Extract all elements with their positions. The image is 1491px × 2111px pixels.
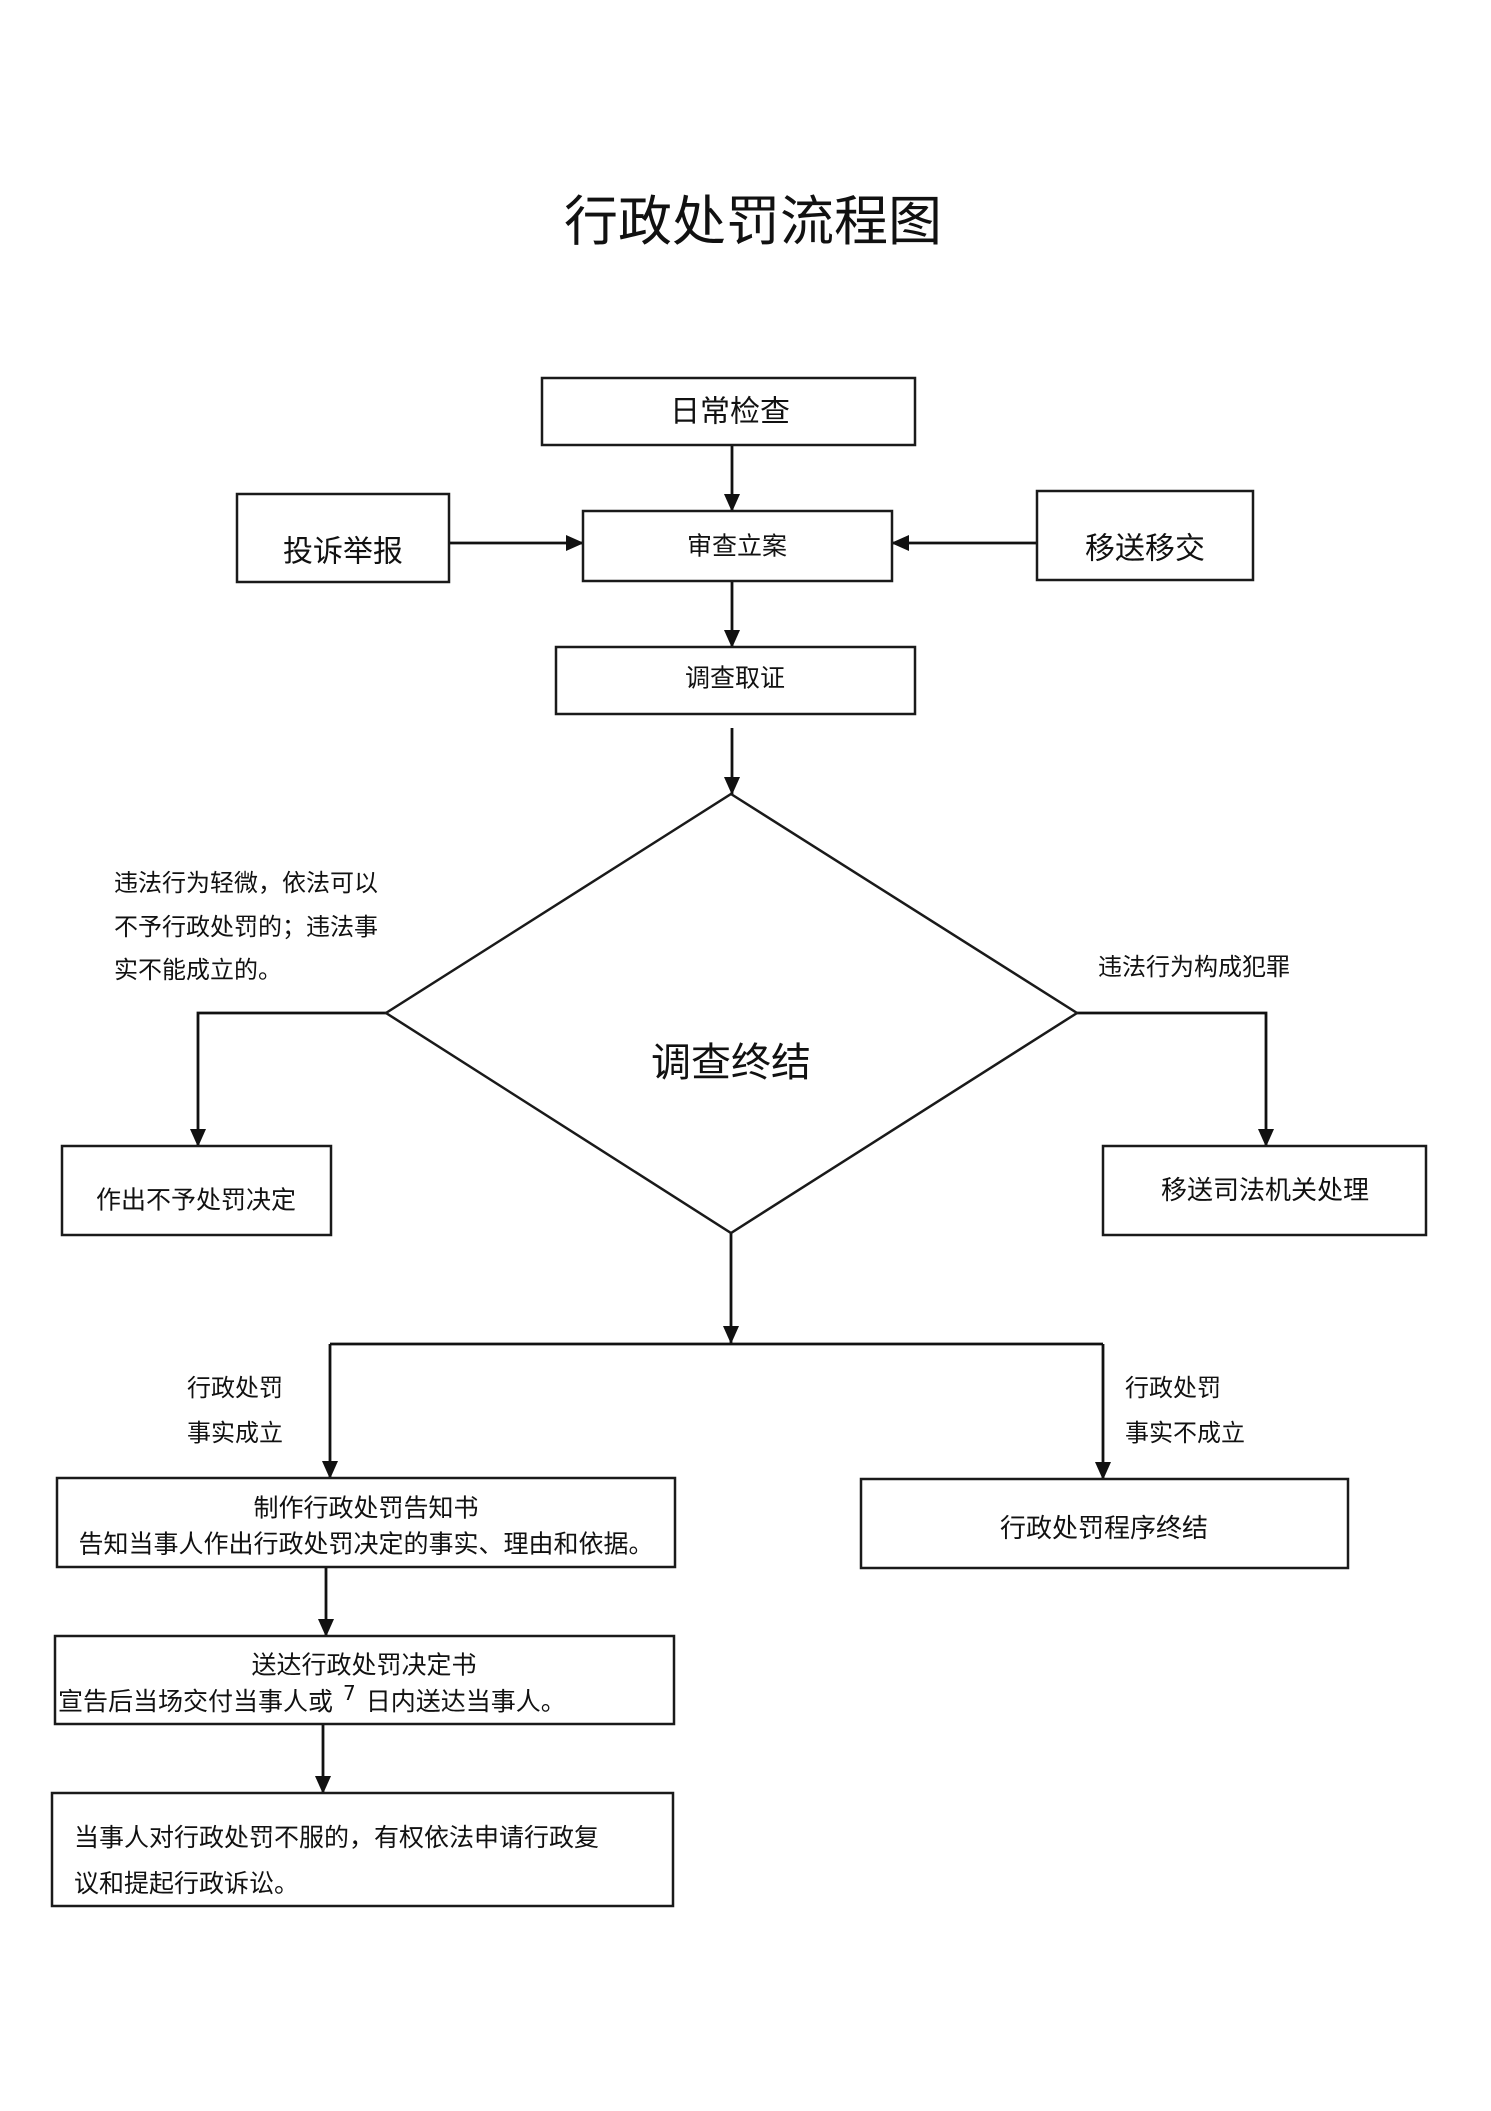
node-delivery-line-1: 送达行政处罚决定书 — [251, 1651, 476, 1680]
label-fact-established-line-2: 事实成立 — [187, 1419, 283, 1447]
label-fact-not-established-line-1: 行政处罚 — [1125, 1374, 1221, 1402]
node-daily-inspection-label: 日常检查 — [670, 395, 790, 430]
label-minor-violation-line-1: 违法行为轻微，依法可以 — [114, 869, 378, 897]
node-transfer-judicial-box — [1101, 1144, 1428, 1237]
node-remedy-line-1: 当事人对行政处罚不服的，有权依法申请行政复 — [74, 1823, 599, 1852]
label-fact-not-established: 行政处罚 事实不成立 — [1125, 1374, 1245, 1447]
node-review-filing: 审查立案 — [581, 509, 894, 583]
decision-diamond — [383, 792, 1080, 1235]
node-notice-line-2: 告知当事人作出行政处罚决定的事实、理由和依据。 — [78, 1530, 653, 1559]
node-delivery-line-2: 宣告后当场交付当事人或 7 日内送达当事人。 — [58, 1681, 566, 1716]
node-remedy: 当事人对行政处罚不服的，有权依法申请行政复 议和提起行政诉讼。 — [50, 1791, 675, 1908]
decision-label: 调查终结 — [651, 1040, 811, 1086]
node-procedure-end-label: 行政处罚程序终结 — [1000, 1514, 1208, 1544]
arrow-decision-to-no-penalty — [190, 1011, 386, 1147]
node-review-filing-label: 审查立案 — [687, 532, 787, 561]
label-fact-established-line-1: 行政处罚 — [187, 1374, 283, 1402]
node-procedure-end-box — [859, 1477, 1350, 1570]
node-remedy-box — [50, 1791, 675, 1908]
node-daily-inspection: 日常检查 — [540, 376, 917, 447]
label-fact-established: 行政处罚 事实成立 — [187, 1374, 283, 1447]
node-transfer-judicial: 移送司法机关处理 — [1101, 1144, 1428, 1237]
node-delivery-box — [53, 1634, 676, 1726]
node-delivery-line-2-number: 7 — [343, 1681, 356, 1705]
page-title: 行政处罚流程图 — [564, 190, 942, 253]
label-crime: 违法行为构成犯罪 — [1098, 953, 1290, 981]
label-minor-violation-line-2: 不予行政处罚的；违法事 — [114, 913, 378, 941]
node-transfer-handover-label: 移送移交 — [1085, 532, 1205, 567]
node-complaint-report-box — [235, 492, 451, 584]
node-complaint-report: 投诉举报 — [235, 492, 451, 584]
node-complaint-report-label: 投诉举报 — [283, 535, 403, 570]
node-notice-line-1: 制作行政处罚告知书 — [253, 1494, 478, 1523]
node-delivery-line-2-suffix: 日内送达当事人。 — [366, 1687, 566, 1716]
node-notice-box — [55, 1476, 677, 1569]
node-no-penalty-decision: 作出不予处罚决定 — [60, 1144, 333, 1237]
node-transfer-judicial-label: 移送司法机关处理 — [1161, 1176, 1369, 1206]
node-delivery-line-2-prefix: 宣告后当场交付当事人或 — [58, 1687, 333, 1716]
label-minor-violation: 违法行为轻微，依法可以 不予行政处罚的；违法事 实不能成立的。 — [114, 869, 378, 984]
node-remedy-line-2: 议和提起行政诉讼。 — [74, 1869, 299, 1898]
node-transfer-handover-box — [1035, 489, 1255, 582]
node-investigation-end: 调查终结 — [383, 792, 1080, 1235]
node-investigation: 调查取证 — [554, 645, 917, 716]
node-daily-inspection-box — [540, 376, 917, 447]
node-notice: 制作行政处罚告知书 告知当事人作出行政处罚决定的事实、理由和依据。 — [55, 1476, 677, 1569]
node-investigation-box — [554, 645, 917, 716]
label-fact-not-established-line-2: 事实不成立 — [1125, 1419, 1245, 1447]
label-minor-violation-line-3: 实不能成立的。 — [114, 956, 282, 984]
node-delivery: 送达行政处罚决定书 宣告后当场交付当事人或 7 日内送达当事人。 — [53, 1634, 676, 1726]
node-transfer-handover: 移送移交 — [1035, 489, 1255, 582]
node-investigation-label: 调查取证 — [685, 664, 785, 693]
node-review-filing-box — [581, 509, 894, 583]
arrow-decision-to-judicial — [1077, 1011, 1274, 1147]
node-procedure-end: 行政处罚程序终结 — [859, 1477, 1350, 1570]
node-no-penalty-decision-label: 作出不予处罚决定 — [96, 1186, 296, 1215]
node-no-penalty-decision-box — [60, 1144, 333, 1237]
